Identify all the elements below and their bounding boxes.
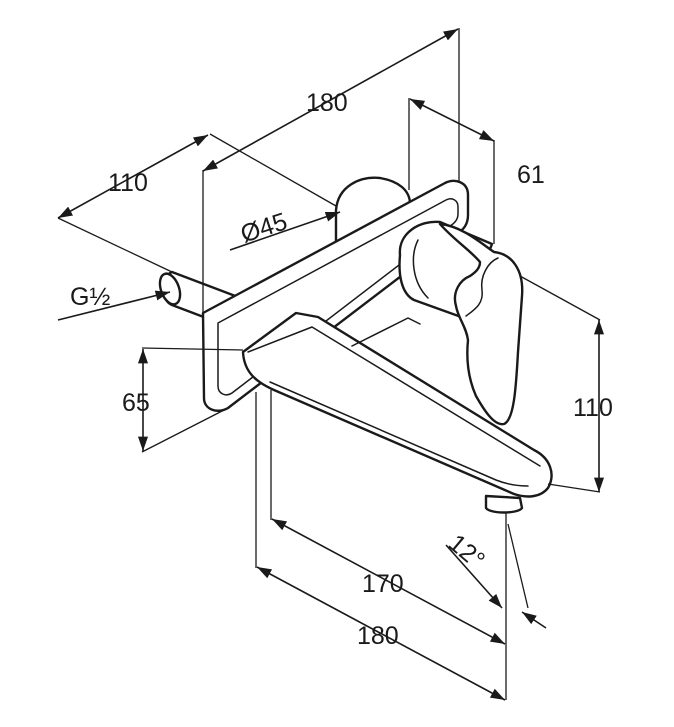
- label-spout-length: 170: [362, 570, 404, 598]
- aerator: [484, 494, 524, 514]
- label-height-right: 110: [573, 394, 613, 422]
- dim-line-180-top: [202, 28, 459, 172]
- lever-handle: [438, 222, 524, 426]
- label-height-left: 65: [122, 389, 150, 417]
- spout: [241, 311, 553, 498]
- dim-line-180-bottom: [256, 566, 506, 701]
- label-diameter: Ø45: [237, 207, 291, 248]
- dimension-lines: [57, 28, 605, 701]
- label-plate-depth: 61: [517, 161, 545, 189]
- dim-line-61: [409, 98, 495, 142]
- angle-arrow-right: [521, 611, 547, 629]
- label-spout-total: 180: [357, 622, 399, 650]
- label-thread: G½: [70, 283, 110, 311]
- leader-thread: [57, 290, 171, 321]
- label-depth-left: 110: [108, 169, 148, 197]
- label-depth-total: 180: [306, 89, 348, 117]
- leader-diameter: [229, 211, 341, 251]
- faucet-body: [158, 176, 553, 514]
- angle-arc-arrow: [445, 544, 503, 609]
- label-angle: 12°: [443, 529, 490, 575]
- dim-line-110-left: [57, 134, 209, 219]
